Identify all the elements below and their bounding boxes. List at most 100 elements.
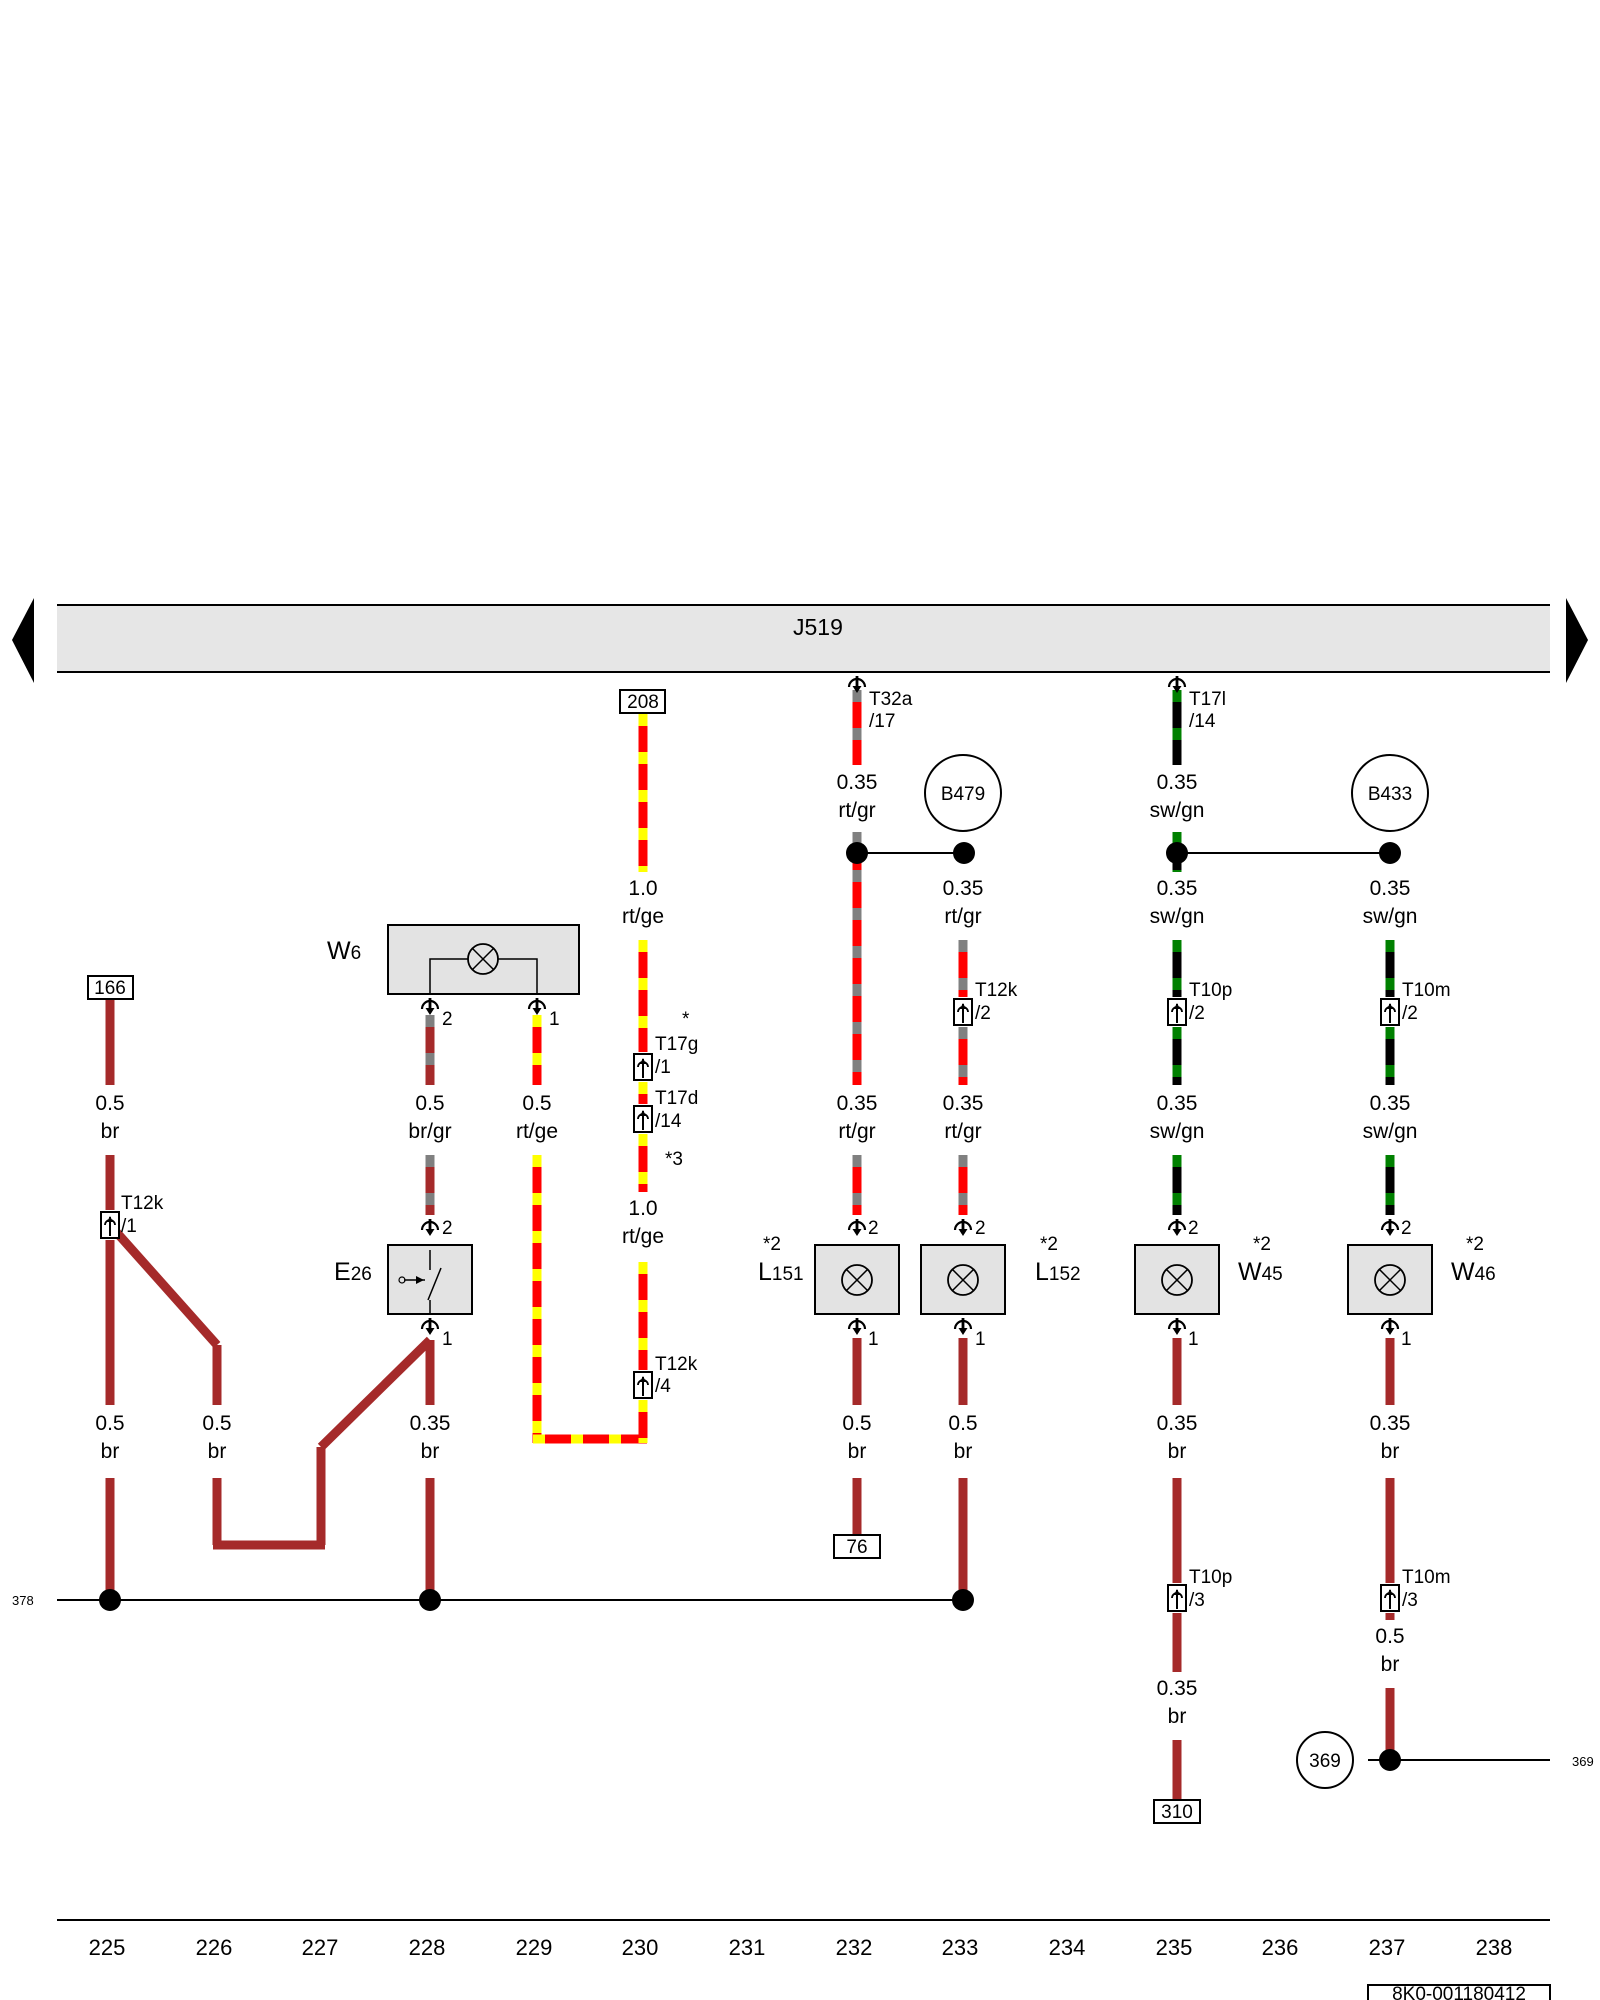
svg-text:sw/gn: sw/gn: [1363, 905, 1418, 928]
svg-text:1: 1: [1188, 1329, 1199, 1350]
svg-text:sw/gn: sw/gn: [1150, 905, 1205, 928]
component-l152[interactable]: [920, 1244, 1006, 1315]
svg-text:0.35: 0.35: [1370, 1412, 1411, 1435]
svg-text:238: 238: [1476, 1935, 1513, 1960]
svg-text:2: 2: [975, 1218, 986, 1239]
svg-text:1.0: 1.0: [628, 877, 657, 900]
svg-text:0.5: 0.5: [948, 1412, 977, 1435]
svg-text:228: 228: [409, 1935, 446, 1960]
svg-text:br/gr: br/gr: [408, 1120, 451, 1143]
component-w46[interactable]: [1347, 1244, 1433, 1315]
svg-text:0.35: 0.35: [1157, 1412, 1198, 1435]
svg-text:T10p: T10p: [1189, 980, 1232, 1001]
l151-note: *2: [763, 1234, 781, 1255]
svg-text:br: br: [101, 1120, 120, 1143]
svg-text:0.35: 0.35: [1157, 1677, 1198, 1700]
svg-text:sw/gn: sw/gn: [1150, 799, 1205, 822]
svg-text:237: 237: [1369, 1935, 1406, 1960]
right-arrow-icon[interactable]: [1566, 598, 1588, 683]
svg-text:T10m: T10m: [1402, 980, 1451, 1001]
svg-text:234: 234: [1049, 1935, 1086, 1960]
svg-text:232: 232: [836, 1935, 873, 1960]
svg-text:2: 2: [868, 1218, 879, 1239]
svg-text:B433: B433: [1368, 784, 1412, 805]
svg-text:/2: /2: [1189, 1003, 1205, 1024]
w6-label: W6: [327, 937, 361, 965]
svg-text:230: 230: [622, 1935, 659, 1960]
svg-text:8K0-001180412: 8K0-001180412: [1392, 1984, 1526, 2000]
component-w45[interactable]: [1134, 1244, 1220, 1315]
svg-text:T12k: T12k: [121, 1193, 164, 1214]
svg-text:0.35: 0.35: [837, 1092, 878, 1115]
svg-text:T12k: T12k: [975, 980, 1018, 1001]
svg-text:0.35: 0.35: [1157, 771, 1198, 794]
w46-note: *2: [1466, 1234, 1484, 1255]
w45-label: W45: [1238, 1258, 1283, 1286]
e26-label: E26: [334, 1258, 372, 1286]
svg-text:1: 1: [1401, 1329, 1412, 1350]
ref-box-76[interactable]: 76: [833, 1534, 881, 1559]
svg-text:rt/ge: rt/ge: [516, 1120, 558, 1143]
svg-text:0.35: 0.35: [1370, 877, 1411, 900]
component-w6[interactable]: [387, 924, 580, 995]
svg-text:sw/gn: sw/gn: [1363, 1120, 1418, 1143]
svg-text:0.35: 0.35: [1157, 1092, 1198, 1115]
l151-label: L151: [758, 1258, 804, 1286]
svg-text:0.5: 0.5: [842, 1412, 871, 1435]
svg-text:0.35: 0.35: [1370, 1092, 1411, 1115]
pin-numbers: 2 1 2 1 2 1 2 1 2 1 2 1: [442, 1009, 1412, 1350]
svg-text:1: 1: [868, 1329, 879, 1350]
ref-box-208[interactable]: 208: [619, 689, 666, 714]
svg-text:1: 1: [549, 1009, 560, 1030]
svg-text:0.35: 0.35: [1157, 877, 1198, 900]
svg-text:*: *: [682, 1009, 690, 1030]
component-l151[interactable]: [814, 1244, 900, 1315]
svg-text:310: 310: [1161, 1802, 1193, 1823]
svg-text:rt/gr: rt/gr: [838, 799, 875, 822]
svg-text:2: 2: [442, 1218, 453, 1239]
svg-text:br: br: [421, 1440, 440, 1463]
svg-text:br: br: [208, 1440, 227, 1463]
svg-text:0.35: 0.35: [943, 1092, 984, 1115]
svg-text:2: 2: [1188, 1218, 1199, 1239]
ref-box-310[interactable]: 310: [1153, 1799, 1201, 1824]
svg-text:br: br: [1381, 1653, 1400, 1676]
ground-point-b433[interactable]: B433: [1351, 754, 1429, 832]
ground-point-b479[interactable]: B479: [924, 754, 1002, 832]
svg-text:/14: /14: [1189, 711, 1216, 732]
column-numbers: 225 226 227 228 229 230 231 232 233 234 …: [89, 1935, 1513, 1960]
connector-labels: T12k /1 T12k /2 T12k /4 * T17g /1 T17d /…: [121, 689, 1451, 1611]
svg-text:166: 166: [94, 978, 126, 999]
svg-text:1: 1: [442, 1329, 453, 1350]
svg-text:/3: /3: [1402, 1590, 1418, 1611]
svg-text:0.35: 0.35: [837, 771, 878, 794]
svg-text:T12k: T12k: [655, 1354, 698, 1375]
l152-note: *2: [1040, 1234, 1058, 1255]
svg-text:br: br: [1168, 1705, 1187, 1728]
ref-box-166[interactable]: 166: [87, 975, 134, 1000]
left-arrow-icon[interactable]: [12, 598, 34, 683]
svg-text:0.35: 0.35: [943, 877, 984, 900]
svg-text:2: 2: [442, 1009, 453, 1030]
svg-text:0.5: 0.5: [202, 1412, 231, 1435]
component-e26[interactable]: [387, 1244, 473, 1315]
svg-text:T10p: T10p: [1189, 1567, 1232, 1588]
svg-text:225: 225: [89, 1935, 126, 1960]
svg-text:0.35: 0.35: [410, 1412, 451, 1435]
svg-text:1.0: 1.0: [628, 1197, 657, 1220]
svg-text:B479: B479: [941, 784, 985, 805]
control-unit-bar: [57, 605, 1550, 672]
wire-layer: [105, 690, 1395, 1800]
svg-text:/1: /1: [121, 1216, 137, 1237]
svg-text:*3: *3: [665, 1149, 683, 1170]
svg-text:226: 226: [196, 1935, 233, 1960]
svg-text:br: br: [101, 1440, 120, 1463]
svg-text:236: 236: [1262, 1935, 1299, 1960]
svg-text:235: 235: [1156, 1935, 1193, 1960]
svg-text:/1: /1: [655, 1057, 671, 1078]
svg-text:rt/ge: rt/ge: [622, 1225, 664, 1248]
svg-text:/4: /4: [655, 1376, 671, 1397]
reference-circle-369[interactable]: 369: [1296, 1731, 1354, 1789]
svg-text:76: 76: [846, 1537, 867, 1558]
